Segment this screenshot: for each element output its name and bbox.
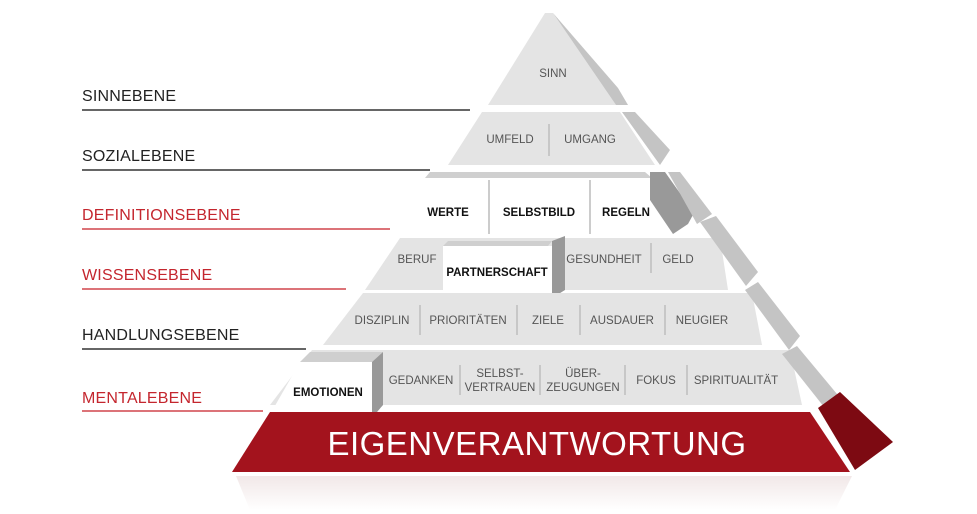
level-label-sinn: SINNEBENE: [82, 88, 176, 105]
cell-neugier: NEUGIER: [676, 315, 728, 327]
cell-werte: WERTE: [427, 207, 469, 219]
cell-fokus: FOKUS: [636, 375, 676, 387]
layer-sozial: [448, 112, 655, 165]
partnerschaft-box-top: [443, 241, 552, 246]
layer-mental: [270, 350, 802, 405]
cell-ueberzeugungen-2: ZEUGUNGEN: [546, 382, 619, 394]
cell-ueberzeugungen-1: ÜBER-: [565, 368, 601, 380]
layer-definition-top: [425, 172, 652, 178]
cell-spiritualitaet: SPIRITUALITÄT: [694, 375, 778, 387]
emotionen-box-top: [300, 352, 383, 362]
cell-umgang: UMGANG: [564, 134, 616, 146]
layer-sinn: [488, 13, 616, 105]
level-label-wissen: WISSENSEBENE: [82, 267, 212, 284]
level-label-mental: MENTALEBENE: [82, 390, 202, 407]
cell-regeln: REGELN: [602, 207, 650, 219]
cell-sinn: SINN: [539, 68, 566, 80]
side-definition-2: [668, 172, 712, 224]
cell-disziplin: DISZIPLIN: [355, 315, 410, 327]
side-wissen: [700, 216, 758, 286]
emotionen-box-side: [372, 352, 383, 418]
level-label-sozial: SOZIALEBENE: [82, 148, 195, 165]
cell-gesundheit: GESUNDHEIT: [566, 254, 641, 266]
base-label: EIGENVERANTWORTUNG: [327, 425, 746, 462]
cell-geld: GELD: [662, 254, 693, 266]
level-label-handlung: HANDLUNGSEBENE: [82, 327, 240, 344]
side-sinn: [553, 13, 628, 105]
reflection: [236, 476, 852, 510]
partnerschaft-box: [443, 246, 552, 298]
cell-beruf: BERUF: [398, 254, 437, 266]
level-label-definition: DEFINITIONSEBENE: [82, 207, 241, 224]
layer-definition: [405, 180, 650, 234]
level-labels: SINNEBENE SOZIALEBENE DEFINITIONSEBENE W…: [82, 88, 470, 412]
side-sozial: [622, 112, 670, 165]
cell-selbstvertrauen-1: SELBST-: [476, 368, 523, 380]
cell-selbstbild: SELBSTBILD: [503, 207, 575, 219]
side-definition: [650, 172, 694, 234]
partnerschaft-box-side: [552, 236, 565, 298]
cell-gedanken: GEDANKEN: [389, 375, 454, 387]
side-base: [818, 392, 893, 470]
side-mental: [782, 346, 842, 412]
layer-base: [232, 412, 850, 472]
cell-prioritaeten: PRIORITÄTEN: [429, 315, 506, 327]
cell-emotionen: EMOTIONEN: [293, 387, 363, 399]
layer-handlung: [323, 293, 762, 345]
cell-ziele: ZIELE: [532, 315, 564, 327]
cell-umfeld: UMFELD: [486, 134, 533, 146]
cell-partnerschaft: PARTNERSCHAFT: [446, 267, 547, 279]
cell-selbstvertrauen-2: VERTRAUEN: [465, 382, 536, 394]
emotionen-box: [268, 362, 372, 418]
cell-ausdauer: AUSDAUER: [590, 315, 654, 327]
side-handlung: [745, 282, 800, 350]
